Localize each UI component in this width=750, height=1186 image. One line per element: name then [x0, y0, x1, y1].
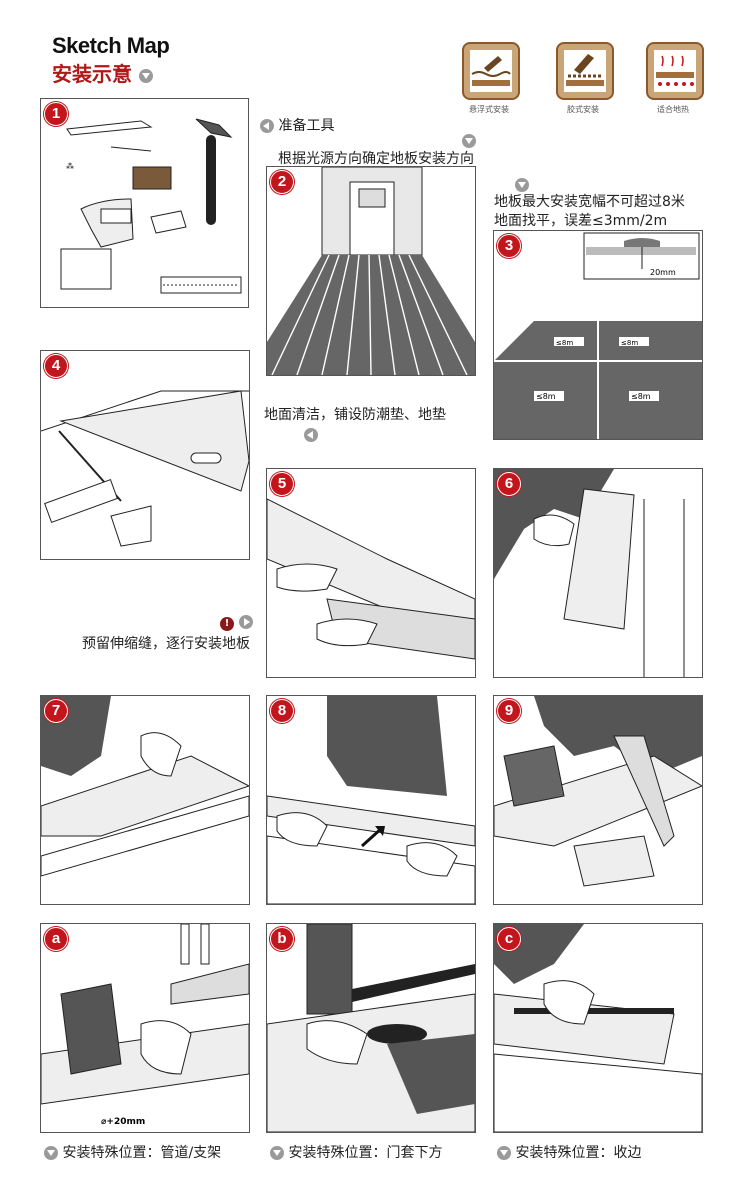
step-number: b [270, 927, 294, 951]
step-number: 2 [270, 170, 294, 194]
edge-trim-illustration [494, 924, 702, 1132]
step-2-panel: 2 [266, 166, 476, 376]
step-c-panel: c [493, 923, 703, 1133]
chevron-down-icon [270, 1146, 284, 1160]
chevron-down-icon [44, 1146, 58, 1160]
svg-text:⁂: ⁂ [66, 161, 74, 171]
step-number: 6 [497, 472, 521, 496]
step-number: 4 [44, 354, 68, 378]
warning-icons: ! [220, 611, 254, 631]
tools-illustration: ⁂ [60, 118, 242, 294]
step-b-panel: b [266, 923, 476, 1133]
step-9-panel: 9 [493, 695, 703, 905]
width-8m-label: ≤8m [556, 339, 573, 347]
prepare-tools-label: 准备工具 [260, 115, 334, 135]
arrow-left-icon [260, 119, 274, 133]
title-chinese-text: 安装示意 [52, 62, 132, 86]
badge-floating: 悬浮式安装 [462, 42, 524, 115]
step-number: 5 [270, 472, 294, 496]
prepare-tools-text: 准备工具 [278, 118, 335, 134]
width-limit-illustration: 20mm ≤8m ≤8m ≤8m ≤8m [494, 232, 702, 439]
lay-plank-illustration [267, 498, 475, 660]
step-number: 7 [44, 699, 68, 723]
clean-floor-illustration [41, 390, 249, 547]
step-number: 3 [497, 234, 521, 258]
step-number: 9 [497, 699, 521, 723]
push-plank-illustration [267, 696, 475, 904]
pipe-gap-label: ⌀+20mm [101, 1117, 145, 1127]
badge-glue-label: 胶式安装 [567, 105, 599, 114]
caption-a: 安装特殊位置：管道/支架 [44, 1142, 221, 1162]
step-1-panel: 1 ⁂ [40, 98, 249, 308]
step-number: 1 [44, 102, 68, 126]
direction-text: 根据光源方向确定地板安装方向 [278, 151, 474, 167]
step-a-panel: a ⌀+20mm [40, 923, 250, 1133]
chevron-down-icon [138, 68, 153, 83]
caption-b: 安装特殊位置：门套下方 [270, 1142, 442, 1162]
step-3-panel: 3 20mm ≤8m ≤8m ≤8m ≤8m [493, 230, 703, 440]
step-6-panel: 6 [493, 468, 703, 678]
pipe-cutout-illustration: ⌀+20mm [41, 924, 249, 1127]
arrow-right-icon [239, 614, 254, 629]
chevron-down-icon [497, 1146, 511, 1160]
door-frame-illustration [267, 924, 475, 1132]
expansion-text: 预留伸缩缝，逐行安装地板 [82, 636, 250, 652]
step-8-panel: 8 [266, 695, 476, 905]
floating-install-icon [462, 42, 520, 100]
title-english: Sketch Map [52, 33, 170, 58]
width-8m-label: ≤8m [631, 392, 651, 401]
badge-glue: 胶式安装 [556, 42, 618, 115]
glue-install-icon [556, 42, 614, 100]
caption-a-text: 安装特殊位置：管道/支架 [62, 1145, 222, 1161]
level-text: 地面找平，误差≤3mm/2m [494, 213, 668, 229]
width-8m-label: ≤8m [536, 392, 556, 401]
tap-plank-illustration [41, 696, 249, 877]
step-5-panel: 5 [266, 468, 476, 678]
caption-c-text: 安装特殊位置：收边 [515, 1145, 642, 1161]
step-number: c [497, 927, 521, 951]
step-number: 8 [270, 699, 294, 723]
clean-text: 地面清洁，铺设防潮垫、地垫 [264, 407, 446, 423]
step-7-panel: 7 [40, 695, 250, 905]
caption-c: 安装特殊位置：收边 [497, 1142, 641, 1162]
width-8m-label: ≤8m [621, 339, 638, 347]
chevron-down-icon [515, 177, 530, 192]
dim-20mm-label: 20mm [650, 268, 676, 277]
step-4-panel: 4 [40, 350, 250, 560]
cut-plank-illustration [494, 696, 702, 887]
floor-heating-icon [646, 42, 704, 100]
badge-heating-label: 适合地热 [657, 105, 689, 114]
warning-icon: ! [220, 617, 234, 631]
place-plank-illustration [494, 469, 685, 677]
caption-b-text: 安装特殊位置：门套下方 [288, 1145, 443, 1161]
badge-heating: 适合地热 [646, 42, 708, 115]
chevron-down-icon [462, 133, 476, 148]
arrow-left-icon [304, 427, 319, 442]
badge-floating-label: 悬浮式安装 [469, 105, 509, 114]
step-number: a [44, 927, 68, 951]
room-light-illustration [267, 167, 475, 375]
max-width-text: 地板最大安装宽幅不可超过8米 [494, 194, 685, 210]
title-chinese: 安装示意 [52, 58, 153, 87]
